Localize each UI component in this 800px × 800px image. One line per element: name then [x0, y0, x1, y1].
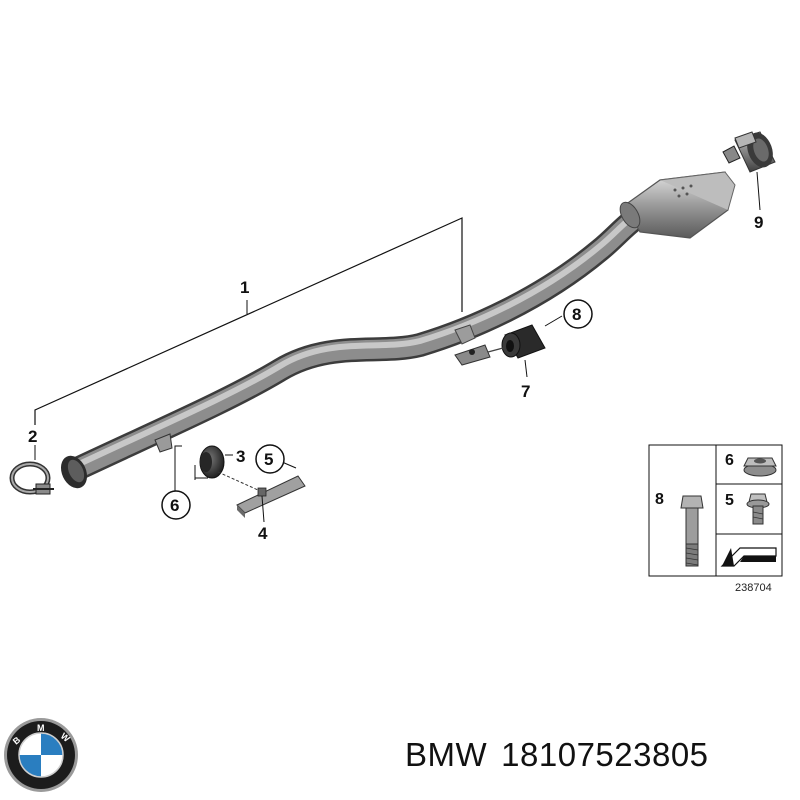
inset-label-5: 5	[725, 492, 734, 509]
callout-1: 1	[240, 278, 249, 297]
part-2-pipe-clamp	[9, 461, 54, 495]
center-exhaust-pipe	[60, 171, 736, 489]
callout-5: 5	[264, 450, 273, 469]
inset-label-8: 8	[655, 491, 664, 508]
part-1-leader	[34, 217, 463, 425]
callout-8-circle	[563, 299, 593, 329]
svg-text:B: B	[11, 734, 23, 746]
part-caption: BMW 18107523805	[405, 736, 709, 774]
callout-9: 9	[754, 213, 763, 232]
diagram-reference-number: 238704	[735, 582, 772, 594]
callout-4: 4	[258, 524, 268, 543]
callout-2: 2	[28, 427, 37, 446]
callout-8: 8	[572, 305, 581, 324]
callout-6: 6	[170, 496, 179, 515]
long-bolt-icon	[680, 495, 704, 567]
callout-3: 3	[236, 447, 245, 466]
bmw-logo: B M W	[4, 718, 78, 792]
callout-6-circle	[161, 490, 191, 520]
part-6-leader	[34, 445, 297, 495]
svg-text:M: M	[37, 723, 45, 733]
part-4-bracket	[217, 471, 306, 523]
caption-brand: BMW	[405, 736, 488, 773]
fastener-inset: 6 8 5	[648, 444, 783, 594]
callout-7: 7	[521, 382, 530, 401]
callout-5-circle	[255, 444, 285, 474]
part-9-end-sleeve	[722, 131, 776, 211]
caption-part-number: 18107523805	[501, 736, 709, 773]
direction-arrow-icon	[716, 533, 782, 577]
inset-label-6: 6	[725, 452, 734, 469]
part-3-rubber-mount	[194, 445, 225, 480]
flange-bolt-icon	[746, 493, 770, 525]
flange-nut-icon	[743, 457, 777, 477]
part-7-rubber-hanger	[487, 315, 563, 378]
